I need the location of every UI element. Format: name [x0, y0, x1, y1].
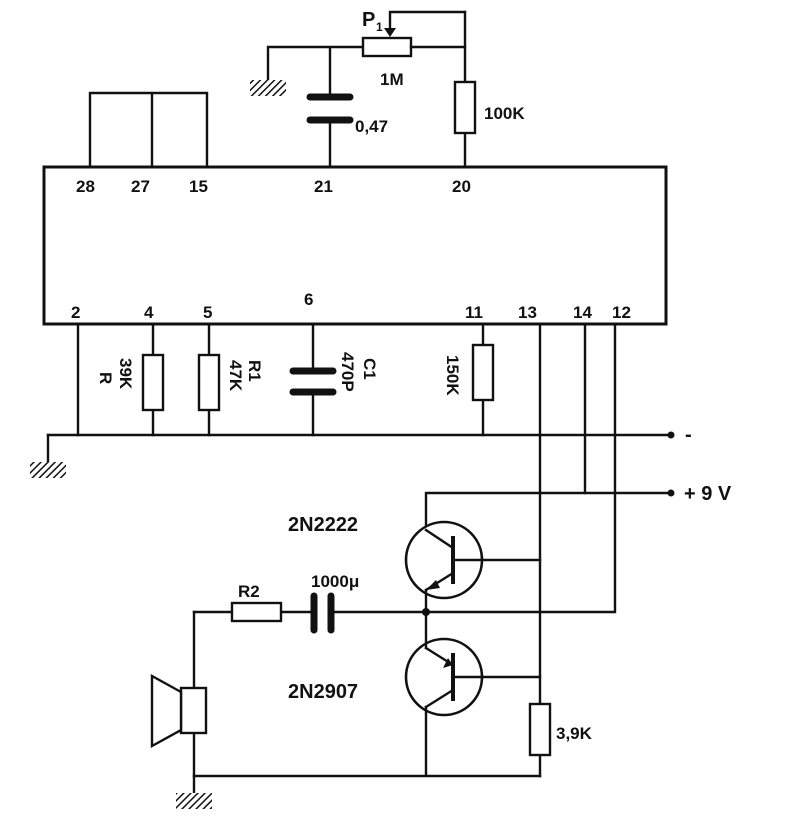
- speaker-magnet: [179, 686, 208, 735]
- p1-wiper-wire: [388, 10, 467, 49]
- pin-28-label: 28: [76, 177, 95, 196]
- transistor-2n2222: [404, 520, 542, 600]
- pin-21-label: 21: [314, 177, 333, 196]
- transistor-2n2222-label: 2N2222: [288, 514, 358, 536]
- p1-potentiometer: [361, 36, 413, 58]
- cout-value: 1000μ: [311, 572, 359, 591]
- transistor-2n2907-label: 2N2907: [288, 681, 358, 703]
- pin-2-label: 2: [71, 303, 80, 322]
- c1-name: C1: [360, 358, 379, 380]
- ground-symbol-bottom: [176, 793, 212, 809]
- ground-symbol-top: [250, 80, 286, 96]
- pin-12-label: 12: [612, 303, 631, 322]
- resistor-39k: [141, 353, 165, 412]
- pin-15-label: 15: [189, 177, 208, 196]
- p1-value: 1M: [380, 70, 404, 89]
- negative-terminal: [667, 431, 675, 439]
- resistor-r1-value: 47K: [226, 360, 245, 392]
- resistor-39k-value: 39K: [116, 358, 135, 390]
- pin-14-label: 14: [573, 303, 592, 322]
- resistor-3k9: [528, 702, 552, 757]
- transistor-2n2907: [404, 637, 542, 717]
- positive-rail: [424, 491, 672, 532]
- resistor-3k9-value: 3,9K: [556, 724, 593, 743]
- cap-047-value: 0,47: [355, 117, 388, 136]
- p1-name: P: [362, 9, 375, 31]
- positive-terminal: [667, 489, 675, 497]
- pin-20-label: 20: [452, 177, 471, 196]
- bottom-return: [192, 705, 542, 778]
- pin-27-label: 27: [131, 177, 150, 196]
- negative-rail-label: -: [685, 424, 692, 446]
- resistor-r2-name: R2: [238, 582, 260, 601]
- resistor-100k: [453, 80, 477, 135]
- ic-body: [42, 165, 668, 326]
- resistor-r1-name: R1: [245, 360, 264, 382]
- pin-11-label: 11: [465, 303, 483, 322]
- pin-13-label: 13: [518, 303, 537, 322]
- resistor-39k-name: R: [96, 372, 115, 384]
- pin-6-label: 6: [304, 290, 313, 309]
- resistor-100k-value: 100K: [484, 104, 525, 123]
- speaker-cone: [150, 673, 183, 749]
- p1-wiper-arrow: [384, 28, 396, 37]
- resistor-r1: [197, 353, 221, 412]
- resistor-r2: [230, 601, 283, 623]
- pin-5-label: 5: [203, 303, 212, 322]
- pin-4-label: 4: [144, 303, 154, 322]
- ground-symbol-left: [30, 462, 66, 478]
- pins-28-27-15-link: [88, 91, 209, 169]
- p1-subscript: 1: [376, 20, 383, 34]
- pin-21-wire: [266, 45, 365, 169]
- ic-top-pin-labels: 28 27 15 21 20: [76, 177, 471, 196]
- positive-rail-label: + 9 V: [684, 483, 732, 505]
- resistor-150k: [471, 343, 495, 402]
- c1-value: 470P: [338, 352, 357, 392]
- ic-bottom-pin-labels: 2 4 5 6 11 13 14 12: [71, 290, 631, 322]
- resistor-150k-value: 150K: [443, 355, 462, 396]
- pin-12-wire: [424, 322, 617, 614]
